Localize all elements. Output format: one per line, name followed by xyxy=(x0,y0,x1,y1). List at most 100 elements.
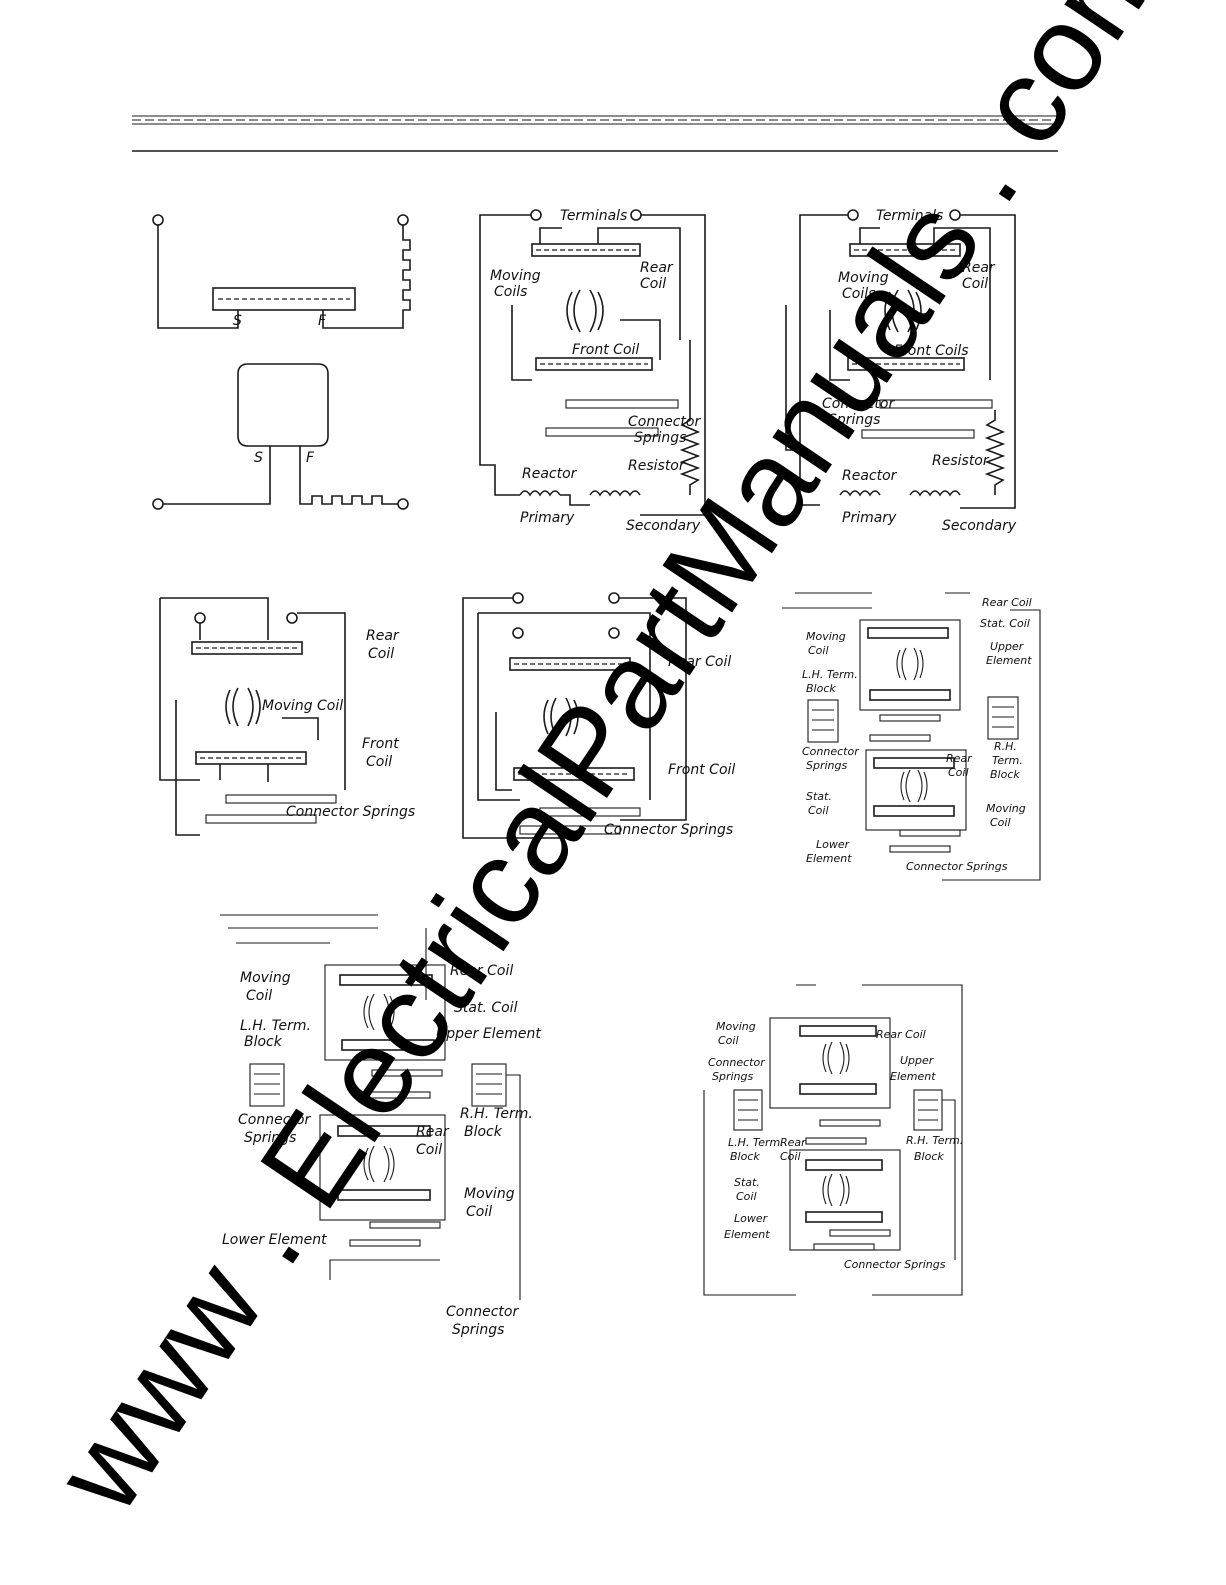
diagram-7-rear-coil-label: Rear Coil xyxy=(450,963,513,979)
diagram-5-connector-springs-label: Connector Springs xyxy=(604,822,733,838)
diagram-2-springs-label: Springs xyxy=(634,430,686,446)
diagram-5-front-rear-coil: Rear Coil Front Coil Connector Springs xyxy=(462,592,735,839)
diagram-2-terminals-label: Terminals xyxy=(560,208,627,224)
diagram-2-moving-label-2: Coils xyxy=(494,284,527,300)
diagram-2-resistor-label: Resistor xyxy=(628,458,686,474)
diagram-3-front-coils-label: Front Coils xyxy=(894,343,969,359)
diagram-7-rh-term-label: R.H. Term. xyxy=(460,1106,533,1122)
diagram-6-moving-coil-label: Coil xyxy=(808,644,829,657)
diagram-6-rear-label-2: Rear xyxy=(946,752,973,765)
diagram-6-element-label: Element xyxy=(986,654,1032,667)
diagram-7-springs-label: Springs xyxy=(244,1130,296,1146)
diagram-6-stat-coil-label-2: Coil xyxy=(808,804,829,817)
diagram-1-f-lead: F xyxy=(306,450,315,466)
diagram-8-lower-element-label: Element xyxy=(724,1228,770,1241)
diagram-6-lower-label: Lower xyxy=(816,838,851,851)
diagram-8-upper-label: Upper xyxy=(900,1054,935,1067)
diagram-6-stat-label: Stat. xyxy=(806,790,832,803)
diagram-6-springs-label: Springs xyxy=(806,759,847,772)
diagram-1-s-label: S xyxy=(233,313,242,329)
diagram-8-lh-term-label: L.H. Term. xyxy=(728,1136,784,1149)
diagram-8-rear-label-2: Rear xyxy=(780,1136,807,1149)
diagram-8-rear-coil-label: Rear Coil xyxy=(876,1028,926,1041)
diagram-4-rear-label: Rear xyxy=(366,628,400,644)
diagram-3-resistor-label: Resistor xyxy=(932,453,990,469)
diagram-6-connector-label: Connector xyxy=(802,745,860,758)
diagram-4-moving-coil-label: Moving Coil xyxy=(262,698,343,714)
diagram-1-single-coil: S F S F xyxy=(152,214,411,510)
diagram-3-reactor-label: Reactor xyxy=(842,468,898,484)
diagram-7-moving-coil-label-2: Coil xyxy=(466,1204,492,1220)
diagram-6-rear-coil-label-2: Coil xyxy=(948,766,969,779)
diagram-6-moving-coil-label-2: Coil xyxy=(990,816,1011,829)
diagram-2-front-coil-label: Front Coil xyxy=(572,342,639,358)
diagram-7-connector-label-2: Connector xyxy=(446,1304,519,1320)
diagram-3-primary-label: Primary xyxy=(842,510,897,526)
diagram-8-rh-block-label: Block xyxy=(914,1150,944,1163)
diagram-7-upper-element-label: Upper Element xyxy=(436,1026,541,1042)
diagram-7-two-element: Rear Coil Stat. Coil Upper Element Movin… xyxy=(220,914,541,1338)
diagram-6-lower-element-label: Element xyxy=(806,852,852,865)
diagram-3-moving-label-1: Moving xyxy=(838,270,889,286)
diagram-7-lh-term-label: L.H. Term. xyxy=(240,1018,311,1034)
diagram-8-moving-label: Moving xyxy=(716,1020,756,1033)
diagram-8-rear-coil-label-2: Coil xyxy=(780,1150,801,1163)
diagram-3-terminals-label: Terminals xyxy=(876,208,943,224)
diagram-6-two-element: Rear Coil Stat. Coil Upper Element Movin… xyxy=(782,592,1041,881)
diagram-7-lh-block-label: Block xyxy=(244,1034,283,1050)
diagram-3-secondary-label: Secondary xyxy=(942,518,1017,534)
diagram-6-upper-label: Upper xyxy=(990,640,1025,653)
diagram-7-rear-coil-label-2: Coil xyxy=(416,1142,442,1158)
diagram-6-connector-springs-label: Connector Springs xyxy=(906,860,1008,873)
diagram-2-rear-label-1: Rear xyxy=(640,260,674,276)
diagram-7-rear-label-2: Rear xyxy=(416,1124,450,1140)
diagram-4-front-label: Front xyxy=(362,736,399,752)
diagram-3-reactor-circuit: Terminals Rear Coil Moving Coils Front C… xyxy=(785,208,1017,534)
diagram-2-connector-label: Connector xyxy=(628,414,701,430)
diagram-7-rh-block-label: Block xyxy=(464,1124,503,1140)
diagram-6-rh-label: R.H. xyxy=(994,740,1017,753)
diagram-6-rh-block-label: Block xyxy=(990,768,1020,781)
diagram-2-moving-label-1: Moving xyxy=(490,268,541,284)
diagram-5-front-coil-label: Front Coil xyxy=(668,762,735,778)
diagram-4-front-rear-coil: Rear Coil Moving Coil Front Coil Connect… xyxy=(159,597,415,836)
diagram-3-rear-label-1: Rear xyxy=(962,260,996,276)
diagram-3-springs-label: Springs xyxy=(828,412,880,428)
diagram-8-two-element: Moving Coil Rear Coil Upper Element Conn… xyxy=(703,984,963,1296)
diagram-3-rear-label-2: Coil xyxy=(962,276,988,292)
diagram-7-moving-coil-label: Coil xyxy=(246,988,272,1004)
diagram-6-stat-coil-label: Stat. Coil xyxy=(980,617,1030,630)
diagram-2-reactor-circuit: Terminals Rear Coil Moving Coils Front C… xyxy=(479,208,706,534)
diagram-7-stat-coil-label: Stat. Coil xyxy=(454,1000,518,1016)
diagram-1-f-label: F xyxy=(318,313,327,329)
diagram-6-moving-label: Moving xyxy=(806,630,846,643)
diagram-2-secondary-label: Secondary xyxy=(626,518,701,534)
diagram-7-springs-label-2: Springs xyxy=(452,1322,504,1338)
diagram-8-connector-label: Connector xyxy=(708,1056,766,1069)
diagram-1-s-lead: S xyxy=(254,450,263,466)
diagram-3-moving-label-2: Coils xyxy=(842,286,875,302)
diagram-6-rh-term-label: Term. xyxy=(992,754,1023,767)
diagram-7-moving-label: Moving xyxy=(240,970,291,986)
diagram-3-connector-label: Connector xyxy=(822,396,895,412)
diagram-8-rh-term-label: R.H. Term. xyxy=(906,1134,963,1147)
diagram-6-moving-label-2: Moving xyxy=(986,802,1026,815)
diagram-2-reactor-label: Reactor xyxy=(522,466,578,482)
diagram-6-rear-coil-label: Rear Coil xyxy=(982,596,1032,609)
diagram-7-connector-label: Connector xyxy=(238,1112,311,1128)
diagram-8-stat-coil-label: Coil xyxy=(736,1190,757,1203)
diagram-8-moving-coil-label: Coil xyxy=(718,1034,739,1047)
diagram-8-connector-springs-label: Connector Springs xyxy=(844,1258,946,1271)
diagram-4-connector-springs-label: Connector Springs xyxy=(286,804,415,820)
diagram-7-moving-label-2: Moving xyxy=(464,1186,515,1202)
diagram-4-front-coil-label: Coil xyxy=(366,754,392,770)
diagram-7-lower-element-label: Lower Element xyxy=(222,1232,327,1248)
diagram-8-springs-label: Springs xyxy=(712,1070,753,1083)
header-rules xyxy=(132,115,1058,152)
diagram-4-coil-label: Coil xyxy=(368,646,394,662)
diagram-2-rear-label-2: Coil xyxy=(640,276,666,292)
diagram-8-stat-label: Stat. xyxy=(734,1176,760,1189)
diagram-6-lh-term-label: L.H. Term. xyxy=(802,668,858,681)
diagram-8-lh-block-label: Block xyxy=(730,1150,760,1163)
diagram-6-lh-block-label: Block xyxy=(806,682,836,695)
